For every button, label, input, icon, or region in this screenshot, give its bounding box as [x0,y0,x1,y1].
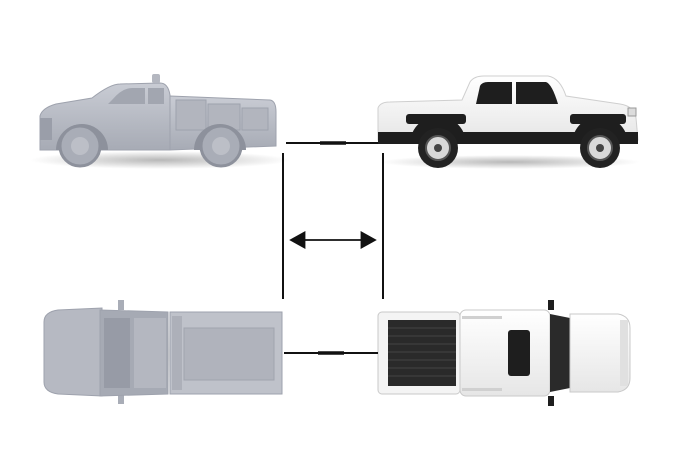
white-truck-top-view [377,300,631,406]
connector-lines [282,141,384,355]
gray-truck-top-view [40,300,284,404]
white-truck-side-view [377,75,640,169]
gray-truck-side-view [30,74,290,169]
